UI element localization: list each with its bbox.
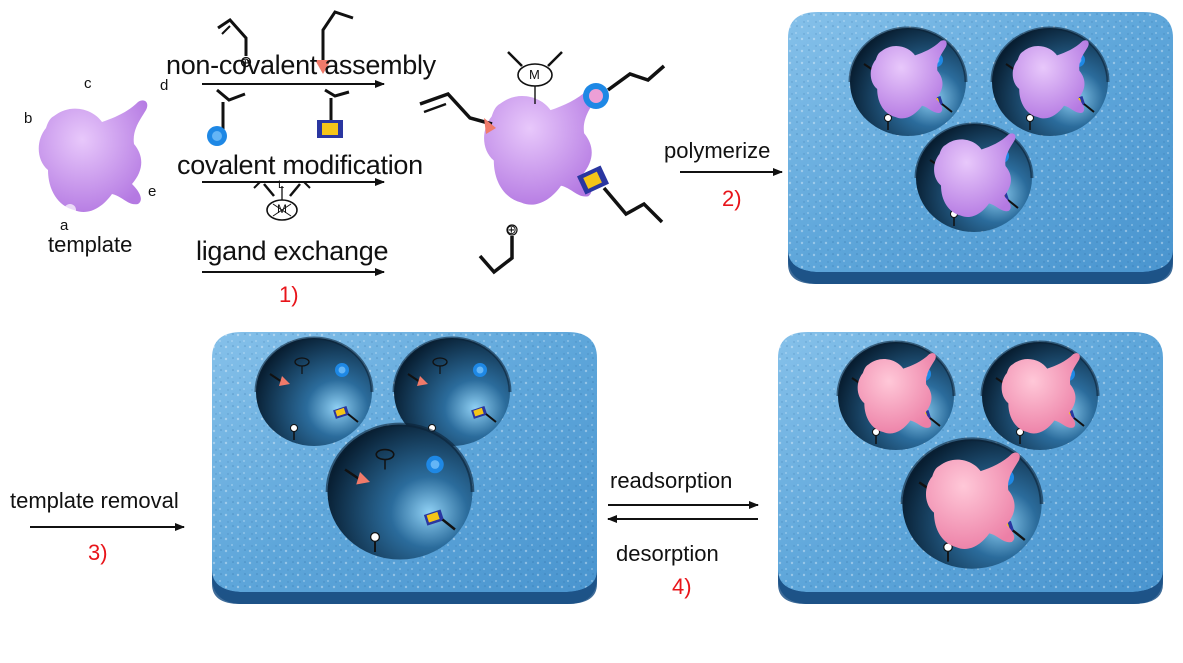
template-monomer-complex [419,51,666,275]
ligand-exchange-label: ligand exchange [196,236,389,266]
vinyl-monomer-salmon [315,10,354,74]
imprinted-polymer-empty [212,332,597,604]
imprinted-polymer-rebound [778,332,1163,604]
polymerize-label: polymerize [664,138,771,163]
template-label: template [48,232,133,257]
site-label-e: e [148,183,157,200]
vinyl-monomer-blue [207,88,246,146]
site-label-d: d [160,77,169,94]
step-4-label: 4) [672,574,692,599]
template-removal-label: template removal [10,488,179,513]
ligand-l-label: L [278,179,285,191]
metal-label-ligand-icon: M [277,202,287,216]
metal-label-complex: M [529,67,540,82]
template-molecule [38,100,148,216]
metal-ligand-icon [253,181,311,221]
step-1-label: 1) [279,282,299,307]
site-label-a: a [60,217,69,234]
imprinted-polymer-with-template [788,12,1173,284]
vinyl-monomer-cationic [217,18,252,68]
non-covalent-label: non-covalent assembly [166,50,436,80]
readsorption-label: readsorption [610,468,733,493]
step-2-label: 2) [722,186,742,211]
vinyl-monomer-yellow [317,88,350,138]
desorption-label: desorption [616,541,719,566]
site-label-b: b [24,110,33,127]
site-label-c: c [84,75,92,92]
minus-charge-template: ⊖ [63,205,74,220]
plus-charge-monomer: ⊕ [240,55,251,70]
step-3-label: 3) [88,540,108,565]
covalent-label: covalent modification [177,150,423,180]
plus-charge-complex: ⊕ [506,222,517,237]
